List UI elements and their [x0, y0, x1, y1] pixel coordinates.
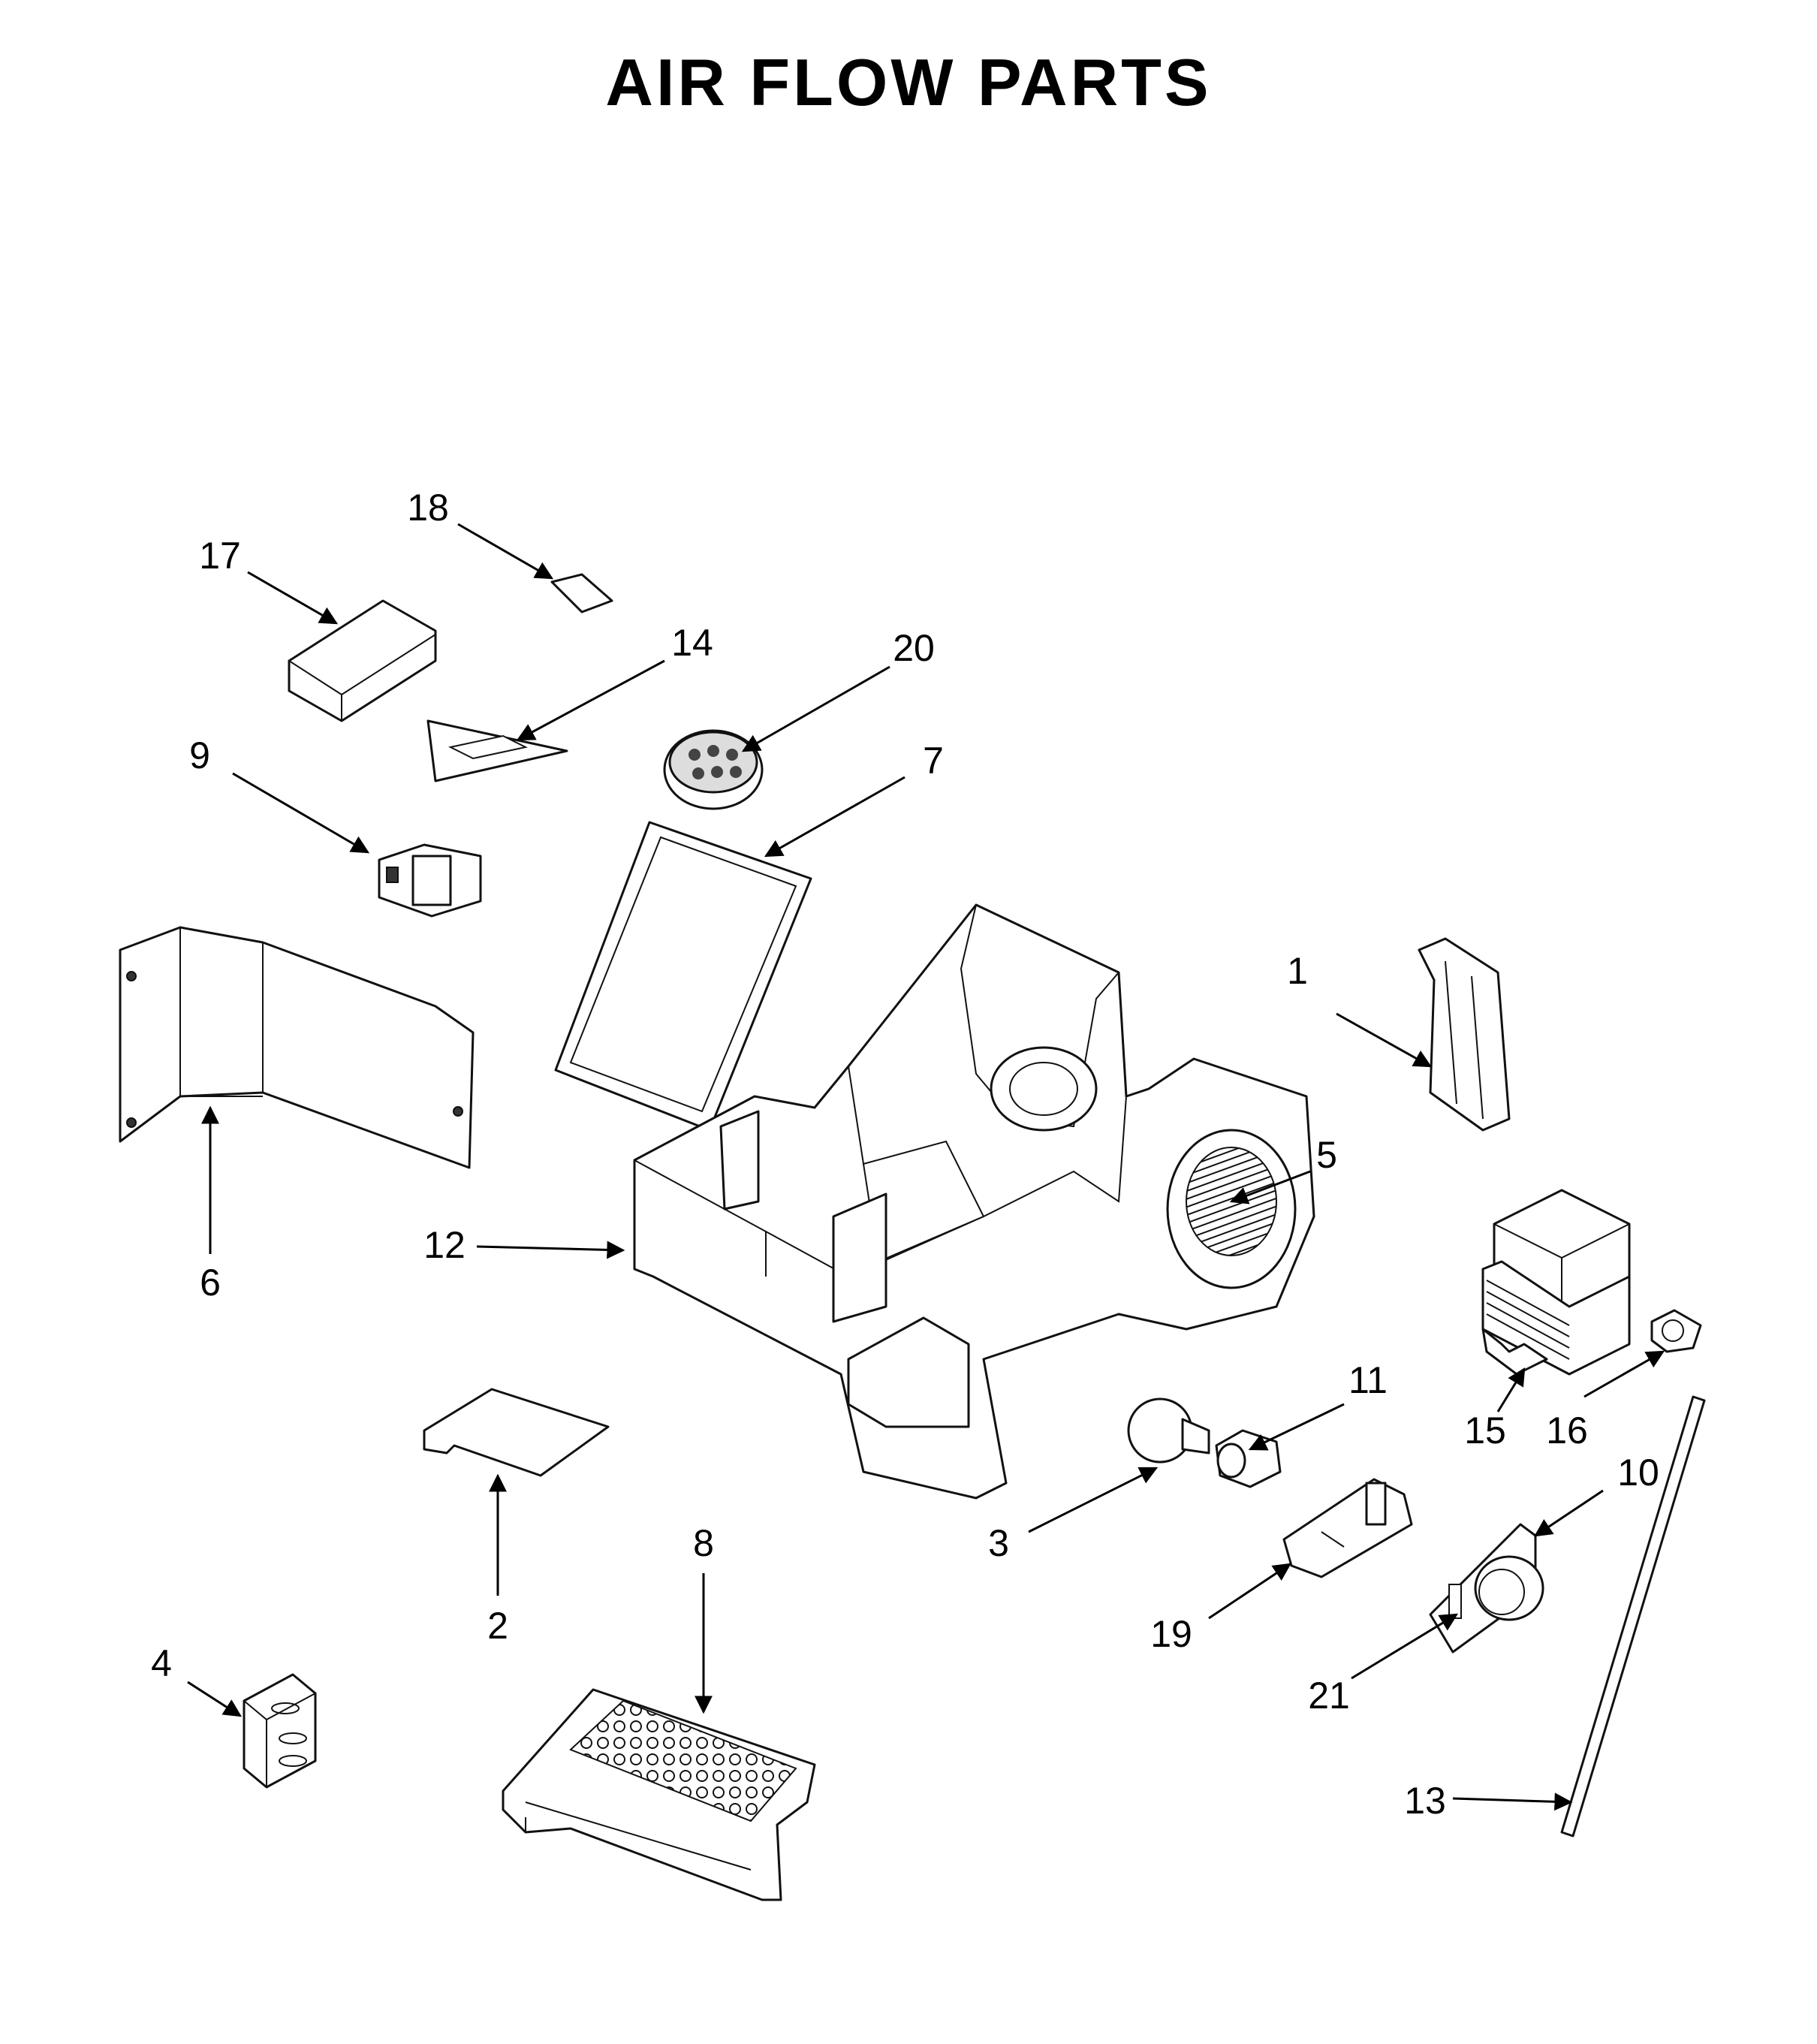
callout-14: 14: [671, 622, 713, 664]
callout-19: 19: [1150, 1613, 1192, 1655]
callout-17: 17: [199, 535, 241, 577]
callout-12: 12: [423, 1224, 466, 1266]
part-21-damper[interactable]: [1448, 1555, 1544, 1621]
callout-4: 4: [151, 1642, 172, 1684]
part-18-pad[interactable]: [550, 573, 613, 614]
part-3-lamp[interactable]: [1127, 1397, 1210, 1464]
callout-11: 11: [1348, 1359, 1388, 1401]
part-7-filter-frame[interactable]: [554, 821, 812, 1132]
part-8-grille-tray[interactable]: [502, 1688, 816, 1901]
part-17-bracket[interactable]: [288, 599, 437, 722]
callout-labels: 18 17 14 20 7 9 6 1 5 12 2 8 4 3 11 15 1…: [151, 487, 1659, 1822]
callout-9: 9: [189, 734, 210, 776]
part-15-transformer[interactable]: [1481, 1189, 1631, 1376]
part-12-air-guide-housing[interactable]: [633, 903, 1315, 1500]
callout-8: 8: [693, 1522, 714, 1564]
part-16-thermal-cutout[interactable]: [1650, 1309, 1702, 1353]
callout-3: 3: [988, 1522, 1009, 1564]
callout-2: 2: [487, 1605, 508, 1647]
callout-16: 16: [1546, 1409, 1588, 1452]
part-9-switch-assembly[interactable]: [378, 843, 482, 918]
part-6-side-panel[interactable]: [119, 926, 475, 1169]
callout-leaders: [187, 523, 1665, 1811]
callout-18: 18: [407, 487, 449, 529]
callout-20: 20: [893, 627, 935, 669]
callout-7: 7: [923, 740, 944, 782]
callout-6: 6: [200, 1262, 221, 1304]
callout-1: 1: [1287, 950, 1308, 992]
part-1-bracket[interactable]: [1418, 937, 1511, 1132]
callout-5: 5: [1316, 1134, 1337, 1176]
part-14-plate[interactable]: [426, 719, 568, 782]
callout-21: 21: [1308, 1675, 1350, 1717]
callout-13: 13: [1404, 1780, 1446, 1822]
callout-15: 15: [1464, 1409, 1506, 1452]
diagram-title: AIR FLOW PARTS: [605, 45, 1211, 119]
part-2-cover-plate[interactable]: [423, 1388, 610, 1477]
part-19-circuit-board[interactable]: [1282, 1478, 1413, 1578]
part-13-rod[interactable]: [1560, 1395, 1706, 1837]
part-4-clip[interactable]: [243, 1673, 317, 1789]
callout-10: 10: [1617, 1452, 1659, 1494]
part-20-fan-wheel[interactable]: [663, 729, 764, 810]
